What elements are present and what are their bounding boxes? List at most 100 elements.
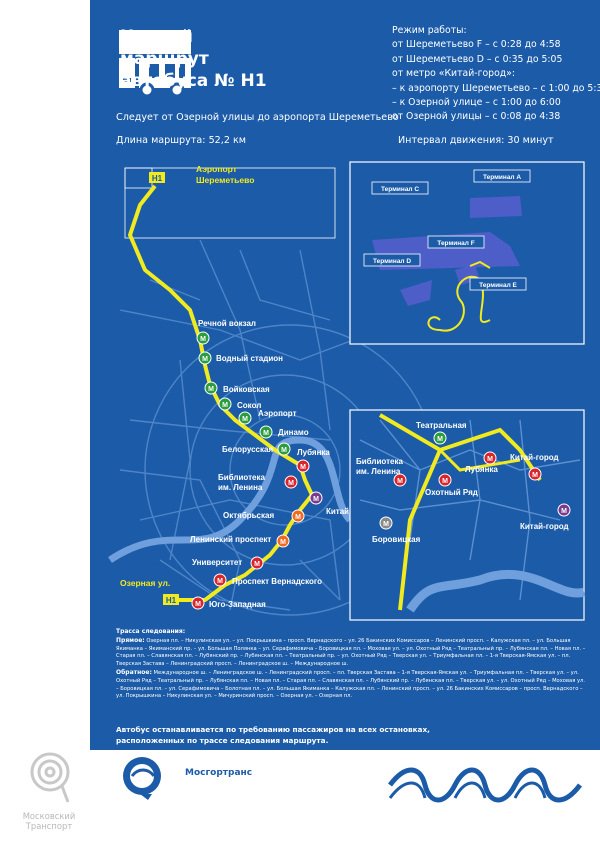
stop-label: Лубянка [297,448,330,457]
schedule-heading: Режим работы: [392,25,467,36]
metro-stop[interactable]: М Театральная [416,421,467,445]
stop-label: Сокол [237,401,261,410]
svg-text:М: М [288,480,294,487]
terminal-label: Терминал A [483,174,521,181]
stop-label: Лубянка [465,465,498,474]
route-line [128,184,314,602]
stop-label: Охотный Ряд [425,488,478,497]
stop-label: Библиотека [218,473,265,482]
svg-text:М: М [200,336,206,343]
footer-band [90,750,600,848]
airport-inset: Терминал C Терминал A Терминал F Термина… [349,161,585,345]
forward-label: Прямое: [116,636,145,644]
metro-stop[interactable]: М Охотный Ряд [425,473,478,497]
origin-label: Озерная ул. [120,578,170,588]
metro-stop[interactable]: М Библиотека им. Ленина [356,457,407,487]
route-badge-south: Н1 [163,594,179,605]
metro-stop[interactable]: М Динамо [259,425,309,439]
forward-route: Озерная пл. – Никулинская ул. – ул. Покр… [116,637,586,668]
route-interval: Интервал движения: 30 минут [398,135,554,146]
metro-stop[interactable]: М Лубянка [296,448,330,473]
svg-text:М: М [397,478,403,485]
svg-text:М: М [263,430,269,437]
schedule-line: от Шереметьево F – с 0:28 до 4:58 [392,39,561,51]
stop-label: Динамо [278,428,309,437]
svg-text:М: М [442,478,448,485]
metro-stop[interactable]: М Юго-Западная [191,596,266,610]
back-label: Обратное: [116,668,152,676]
metro-stop[interactable]: М Войковская [204,381,270,395]
metro-stop[interactable]: М Лубянка [465,451,498,474]
terminal-label: Терминал E [479,282,517,289]
stop-label: Речной вокзал [198,319,256,328]
schedule-line: – к Озерной улице – с 1:00 до 6:00 [392,97,561,109]
svg-text:М: М [202,356,208,363]
wave-pattern [388,767,582,803]
stop-label: Проспект Вернадского [232,577,322,586]
svg-text:М: М [195,601,201,608]
svg-text:М: М [254,561,260,568]
stop-label: Театральная [416,421,467,430]
svg-text:М: М [222,402,228,409]
metro-stop[interactable]: М Китай-город [510,453,559,481]
svg-text:М: М [217,578,223,585]
airport-label-line: Шереметьево [196,175,254,185]
svg-text:М: М [561,508,567,515]
svg-text:М: М [487,456,493,463]
stop-note: Автобус останавливается по требованию па… [116,724,430,746]
metro-stop[interactable]: М Проспект Вернадского [213,573,322,587]
stop-label: Юго-Западная [209,600,266,609]
terminal-label: Терминал F [437,240,474,247]
metro-stop[interactable]: М Аэропорт [238,409,297,425]
svg-text:М: М [300,464,306,471]
route-badge-text: Н1 [166,596,177,605]
metro-stop[interactable]: М Водный стадион [198,351,283,365]
route-badge-north: Н1 [149,172,165,183]
street-network [119,239,436,616]
metro-stop[interactable]: М Китай-город [520,503,571,531]
stop-label: Ленинский проспект [190,535,271,544]
metro-stop[interactable]: М Сокол [218,397,261,411]
svg-text:М: М [437,436,443,443]
stop-label: Октябрьская [223,511,274,520]
stop-label: Китай-город [520,522,569,531]
svg-text:М: М [280,539,286,546]
metro-stop[interactable]: М Библиотека им. Ленина [218,473,298,492]
svg-text:М: М [281,447,287,454]
airport-area-frame [124,167,336,239]
metro-stop[interactable]: М Боровицкая [372,516,421,544]
metro-stop[interactable]: М Октябрьская [223,509,305,523]
brand-name: Мосгортранс [185,768,253,778]
schedule-line: от Озерной улицы – с 0:08 до 4:38 [392,111,561,123]
moscow-transport-logo [30,752,70,803]
svg-text:М: М [208,386,214,393]
stop-label: Водный стадион [216,354,283,363]
title-line-3: автобуса № Н1 [120,71,267,91]
stop-label: им. Ленина [356,467,401,476]
route-length: Длина маршрута: 52,2 км [116,135,247,146]
stop-label: Университет [192,558,242,567]
title-line-2: маршрут [120,49,209,69]
stop-label: Аэропорт [258,409,297,418]
moscow-transport-label: Московский Транспорт [4,811,94,831]
note-line: расположенных по трассе следования маршр… [116,736,329,745]
metro-stop[interactable]: М Университет [192,556,264,570]
back-route: Международное ш. – Ленинградское ш. – Ле… [116,669,586,700]
route-badge-text: Н1 [152,174,163,183]
bus-icon [119,30,191,98]
publisher-line: Московский [22,811,76,821]
title-line-1: Ночной [120,27,193,47]
terminal-label: Терминал C [381,186,419,193]
mosgortrans-logo [123,757,161,800]
note-line: Автобус останавливается по требованию па… [116,725,430,734]
stop-label: Белорусская [222,445,273,454]
schedule-line: – к аэропорту Шереметьево – с 1:00 до 5:… [392,82,600,94]
metro-stop[interactable]: М Белорусская [222,442,291,456]
stop-label: им. Ленина [218,483,263,492]
river [108,436,353,563]
metro-stop[interactable]: М Ленинский проспект [190,534,290,548]
svg-text:М: М [532,472,538,479]
metro-stop[interactable]: М Речной вокзал [196,319,256,345]
svg-text:М: М [295,514,301,521]
airport-label-line: Аэропорт [196,164,237,174]
